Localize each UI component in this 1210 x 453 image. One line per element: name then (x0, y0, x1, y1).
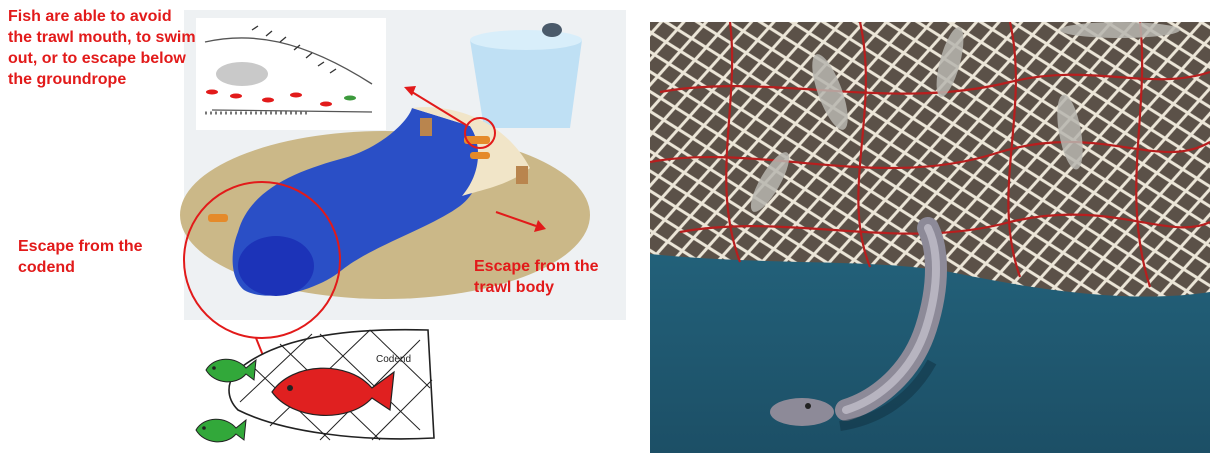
escape-codend-label: Escape from the codend (18, 236, 178, 278)
otter-board-left (420, 118, 432, 136)
eel-escape-photo (650, 22, 1210, 453)
eel-photo-illustration (650, 22, 1210, 453)
otter-board-right (516, 166, 528, 184)
codend-tag: Codend (376, 354, 411, 365)
avoid-trawl-mouth-label: Fish are able to avoid the trawl mouth, … (8, 6, 198, 90)
codend-shape (238, 236, 314, 296)
eel-head (770, 398, 834, 426)
green-fish-icon (196, 419, 246, 442)
trawl-escape-diagram: Codend Fish are able to avoid the trawl … (0, 0, 640, 453)
escape-trawl-body-label: Escape from the trawl body (474, 256, 634, 298)
water-column-graphic (470, 23, 582, 128)
trawl-mouth-inset (196, 18, 386, 130)
